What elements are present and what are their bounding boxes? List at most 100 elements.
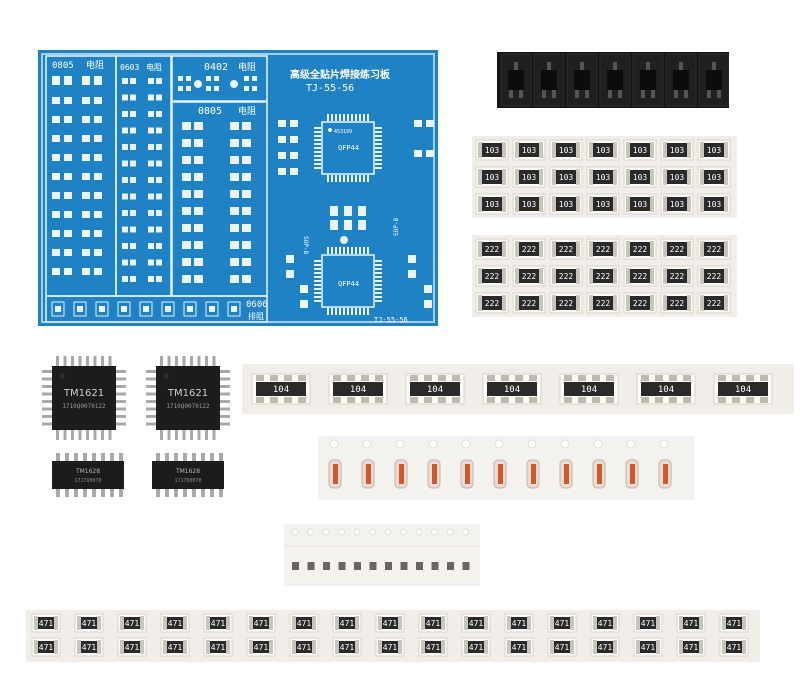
chip-resistor: 222 (586, 238, 620, 260)
chip-resistor: 471 (504, 613, 534, 633)
chip-resistor: 222 (475, 238, 509, 260)
resistor-code: 222 (707, 272, 722, 281)
chip-resistor: 103 (512, 139, 546, 161)
capacitor-tape (284, 524, 480, 586)
chip-resistor: 103 (623, 193, 657, 215)
qfp-footprint-bottom: QFP44 (314, 247, 382, 315)
resistor-code: 222 (670, 272, 685, 281)
chip-resistor: 471 (31, 637, 61, 657)
resistor-code: 471 (297, 619, 312, 628)
label-res-0402: 电阻 (238, 61, 256, 73)
label-0805-left: 0805 (52, 61, 74, 71)
resistor-code: 471 (383, 619, 398, 628)
chip-resistor: 222 (549, 292, 583, 314)
resistor-array: 104 (636, 373, 696, 405)
chip-resistor: 103 (475, 193, 509, 215)
resistor-code: 471 (727, 643, 742, 652)
diode (460, 459, 474, 489)
diode (559, 459, 573, 489)
chip-brand: TM1628 (75, 468, 100, 475)
chip-resistor: 471 (203, 637, 233, 657)
resistor-code: 222 (485, 272, 500, 281)
chip-resistor: 471 (418, 637, 448, 657)
resistor-code: 103 (559, 173, 574, 182)
chip-resistor: 222 (549, 238, 583, 260)
resistor-code: 222 (596, 299, 611, 308)
sop-label-left: SOP-8 (302, 236, 309, 254)
resistor-code: 222 (559, 299, 574, 308)
diode (394, 459, 408, 489)
svg-text:QFP44: QFP44 (338, 144, 359, 152)
chip-resistor: 471 (461, 637, 491, 657)
resistor-code: 103 (670, 146, 685, 155)
label-0606: 0606 (246, 300, 268, 310)
resistor-code: 222 (596, 272, 611, 281)
chip-batch: 1710Q0070122 (62, 403, 106, 410)
label-res-left: 电阻 (86, 59, 104, 71)
resistor-code: 471 (426, 643, 441, 652)
resistor-code: 222 (633, 299, 648, 308)
label-res-0603: 电阻 (146, 62, 162, 72)
resistor-code: 222 (707, 299, 722, 308)
resistor-code: 103 (485, 200, 500, 209)
chip-resistor: 103 (660, 139, 694, 161)
resistor-code: 103 (596, 146, 611, 155)
chip-resistor: 222 (623, 292, 657, 314)
chip-resistor: 471 (74, 613, 104, 633)
chip-resistor: 471 (332, 637, 362, 657)
chip-resistor: 471 (590, 637, 620, 657)
resistor-code: 103 (670, 200, 685, 209)
resistor-code: 103 (707, 173, 722, 182)
array-code: 104 (273, 385, 289, 395)
chip-batch: 1717Q0070 (74, 478, 101, 484)
diode (361, 459, 375, 489)
resistor-code: 103 (522, 200, 537, 209)
chip-resistor: 471 (418, 613, 448, 633)
chip-resistor: 222 (586, 265, 620, 287)
resistor-code: 471 (82, 643, 97, 652)
array-code: 104 (504, 385, 520, 395)
resistor-code: 471 (39, 643, 54, 652)
resistor-code: 471 (684, 619, 699, 628)
qfp-chip-2: TM1621 1710Q0070122 (146, 356, 230, 440)
chip-resistor: 471 (547, 613, 577, 633)
resistor-code: 222 (485, 299, 500, 308)
resistor-code: 222 (670, 299, 685, 308)
resistor-code: 103 (522, 146, 537, 155)
chip-batch: 1717Q0070 (174, 478, 201, 484)
chip-resistor: 222 (512, 238, 546, 260)
chip-resistor: 222 (512, 292, 546, 314)
chip-resistor: 103 (697, 193, 731, 215)
chip-resistor: 103 (475, 166, 509, 188)
resistor-code: 471 (684, 643, 699, 652)
resistor-code: 222 (596, 245, 611, 254)
resistor-code: 222 (670, 245, 685, 254)
chip-resistor: 103 (549, 193, 583, 215)
chip-resistor: 471 (590, 613, 620, 633)
resistor-code: 222 (633, 245, 648, 254)
resistor-code: 471 (469, 619, 484, 628)
svg-text:453199: 453199 (334, 129, 352, 135)
diode (328, 459, 342, 489)
resistor-code: 103 (707, 146, 722, 155)
chip-resistor: 103 (549, 139, 583, 161)
chip-resistor: 222 (586, 292, 620, 314)
resistor-code: 471 (641, 643, 656, 652)
chip-resistor: 103 (586, 193, 620, 215)
resistor-code: 471 (82, 619, 97, 628)
array-code: 104 (735, 385, 751, 395)
resistor-array: 104 (559, 373, 619, 405)
chip-batch: 1710Q0070122 (166, 403, 210, 410)
chip-resistor: 471 (332, 613, 362, 633)
chip-resistor: 103 (623, 166, 657, 188)
resistor-array: 104 (713, 373, 773, 405)
label-array: 排阻 (248, 311, 264, 321)
diode (526, 459, 540, 489)
chip-resistor: 222 (660, 238, 694, 260)
chip-resistor: 103 (697, 139, 731, 161)
chip-brand: TM1621 (167, 388, 208, 399)
resistor-code: 471 (340, 619, 355, 628)
svg-text:QFP44: QFP44 (338, 280, 359, 288)
label-0402: 0402 (204, 62, 228, 73)
